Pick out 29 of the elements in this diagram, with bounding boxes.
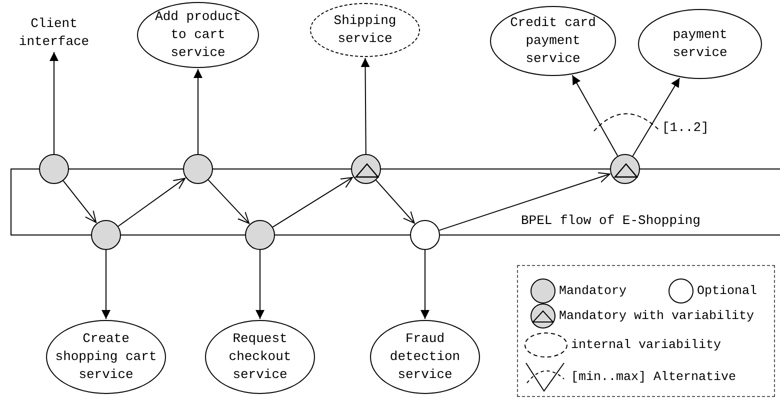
- service-ellipse: Create shopping cart service: [46, 320, 166, 394]
- arrow: [62, 180, 97, 223]
- interface-label: Client interface: [14, 15, 94, 51]
- arrow: [194, 68, 202, 154]
- arrow: [572, 74, 618, 156]
- arrow: [208, 179, 250, 224]
- service-ellipse: Credit card payment service: [490, 6, 616, 76]
- service-ellipse: payment service: [638, 9, 762, 79]
- legend-text: Optional: [697, 282, 758, 300]
- arrow: [376, 180, 415, 224]
- legend-text: Mandatory: [559, 282, 627, 300]
- legend-text: [min..max] Alternative: [571, 368, 736, 386]
- service-ellipse: Request checkout service: [205, 320, 315, 394]
- flow-title: BPEL flow of E-Shopping: [521, 212, 700, 230]
- dashed-service-ellipse: Shipping service: [310, 3, 420, 57]
- arrow: [102, 250, 110, 320]
- arrow: [632, 78, 680, 157]
- arrow: [118, 178, 186, 227]
- service-ellipse: Fraud detection service: [370, 320, 480, 394]
- arrow: [256, 250, 264, 320]
- arrow: [438, 172, 610, 231]
- arrow: [360, 58, 370, 154]
- legend-text: Mandatory with variability: [559, 308, 754, 325]
- legend-text: internal variability: [571, 336, 722, 354]
- arrow: [420, 250, 430, 320]
- multiplicity-label: [1..2]: [662, 119, 709, 137]
- arrow: [50, 52, 58, 154]
- service-ellipse: Add product to cart service: [137, 2, 259, 68]
- arrow: [272, 176, 353, 228]
